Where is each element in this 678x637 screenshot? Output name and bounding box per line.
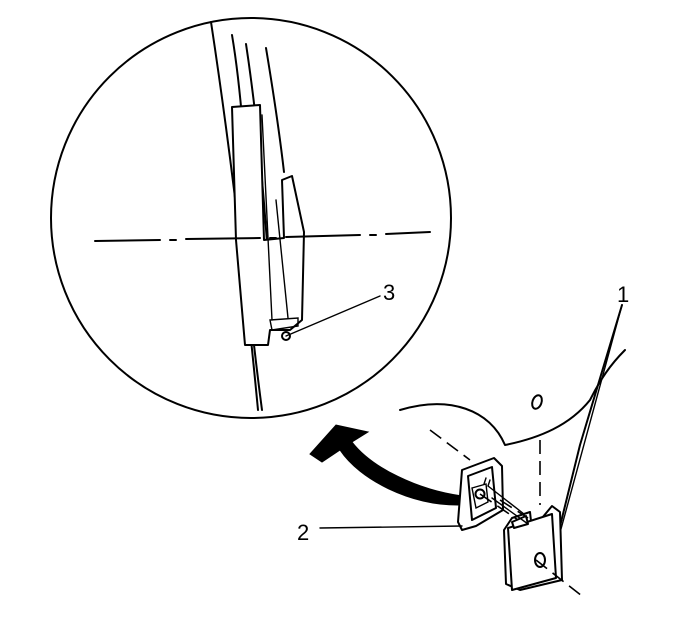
- guide-line-b: [491, 497, 529, 525]
- detail-circle: [50, 17, 452, 419]
- clip-inner-line-2: [275, 199, 289, 319]
- detail-view: [50, 17, 452, 419]
- rail-lower-line: [253, 344, 263, 411]
- pad-rib: [483, 477, 491, 487]
- callout-1: 1: [617, 282, 629, 307]
- pad-detail: [471, 483, 489, 510]
- clip-body: [231, 104, 305, 346]
- leader-3: [285, 295, 381, 337]
- plate-front: [507, 513, 557, 591]
- rail-line-4: [265, 47, 285, 173]
- callout-3: 3: [383, 280, 395, 305]
- part-1-plate: [503, 505, 563, 591]
- transfer-arrow: [309, 424, 463, 506]
- clip-tab: [269, 317, 299, 331]
- clip-inner-line: [261, 114, 273, 321]
- alignment-axis-2: [499, 499, 529, 519]
- guide-line-a: [487, 485, 525, 515]
- panel-hole: [531, 394, 543, 410]
- alignment-axis-4: [479, 493, 519, 521]
- alignment-axis-1: [429, 429, 471, 461]
- leader-2: [319, 525, 463, 529]
- body-panel: [399, 349, 626, 505]
- leader-1b: [557, 304, 623, 541]
- plate-hole: [534, 552, 546, 568]
- panel-outline: [399, 349, 626, 446]
- callout-2: 2: [297, 520, 309, 545]
- alignment-axis-3: [535, 559, 583, 597]
- center-line: [94, 231, 431, 242]
